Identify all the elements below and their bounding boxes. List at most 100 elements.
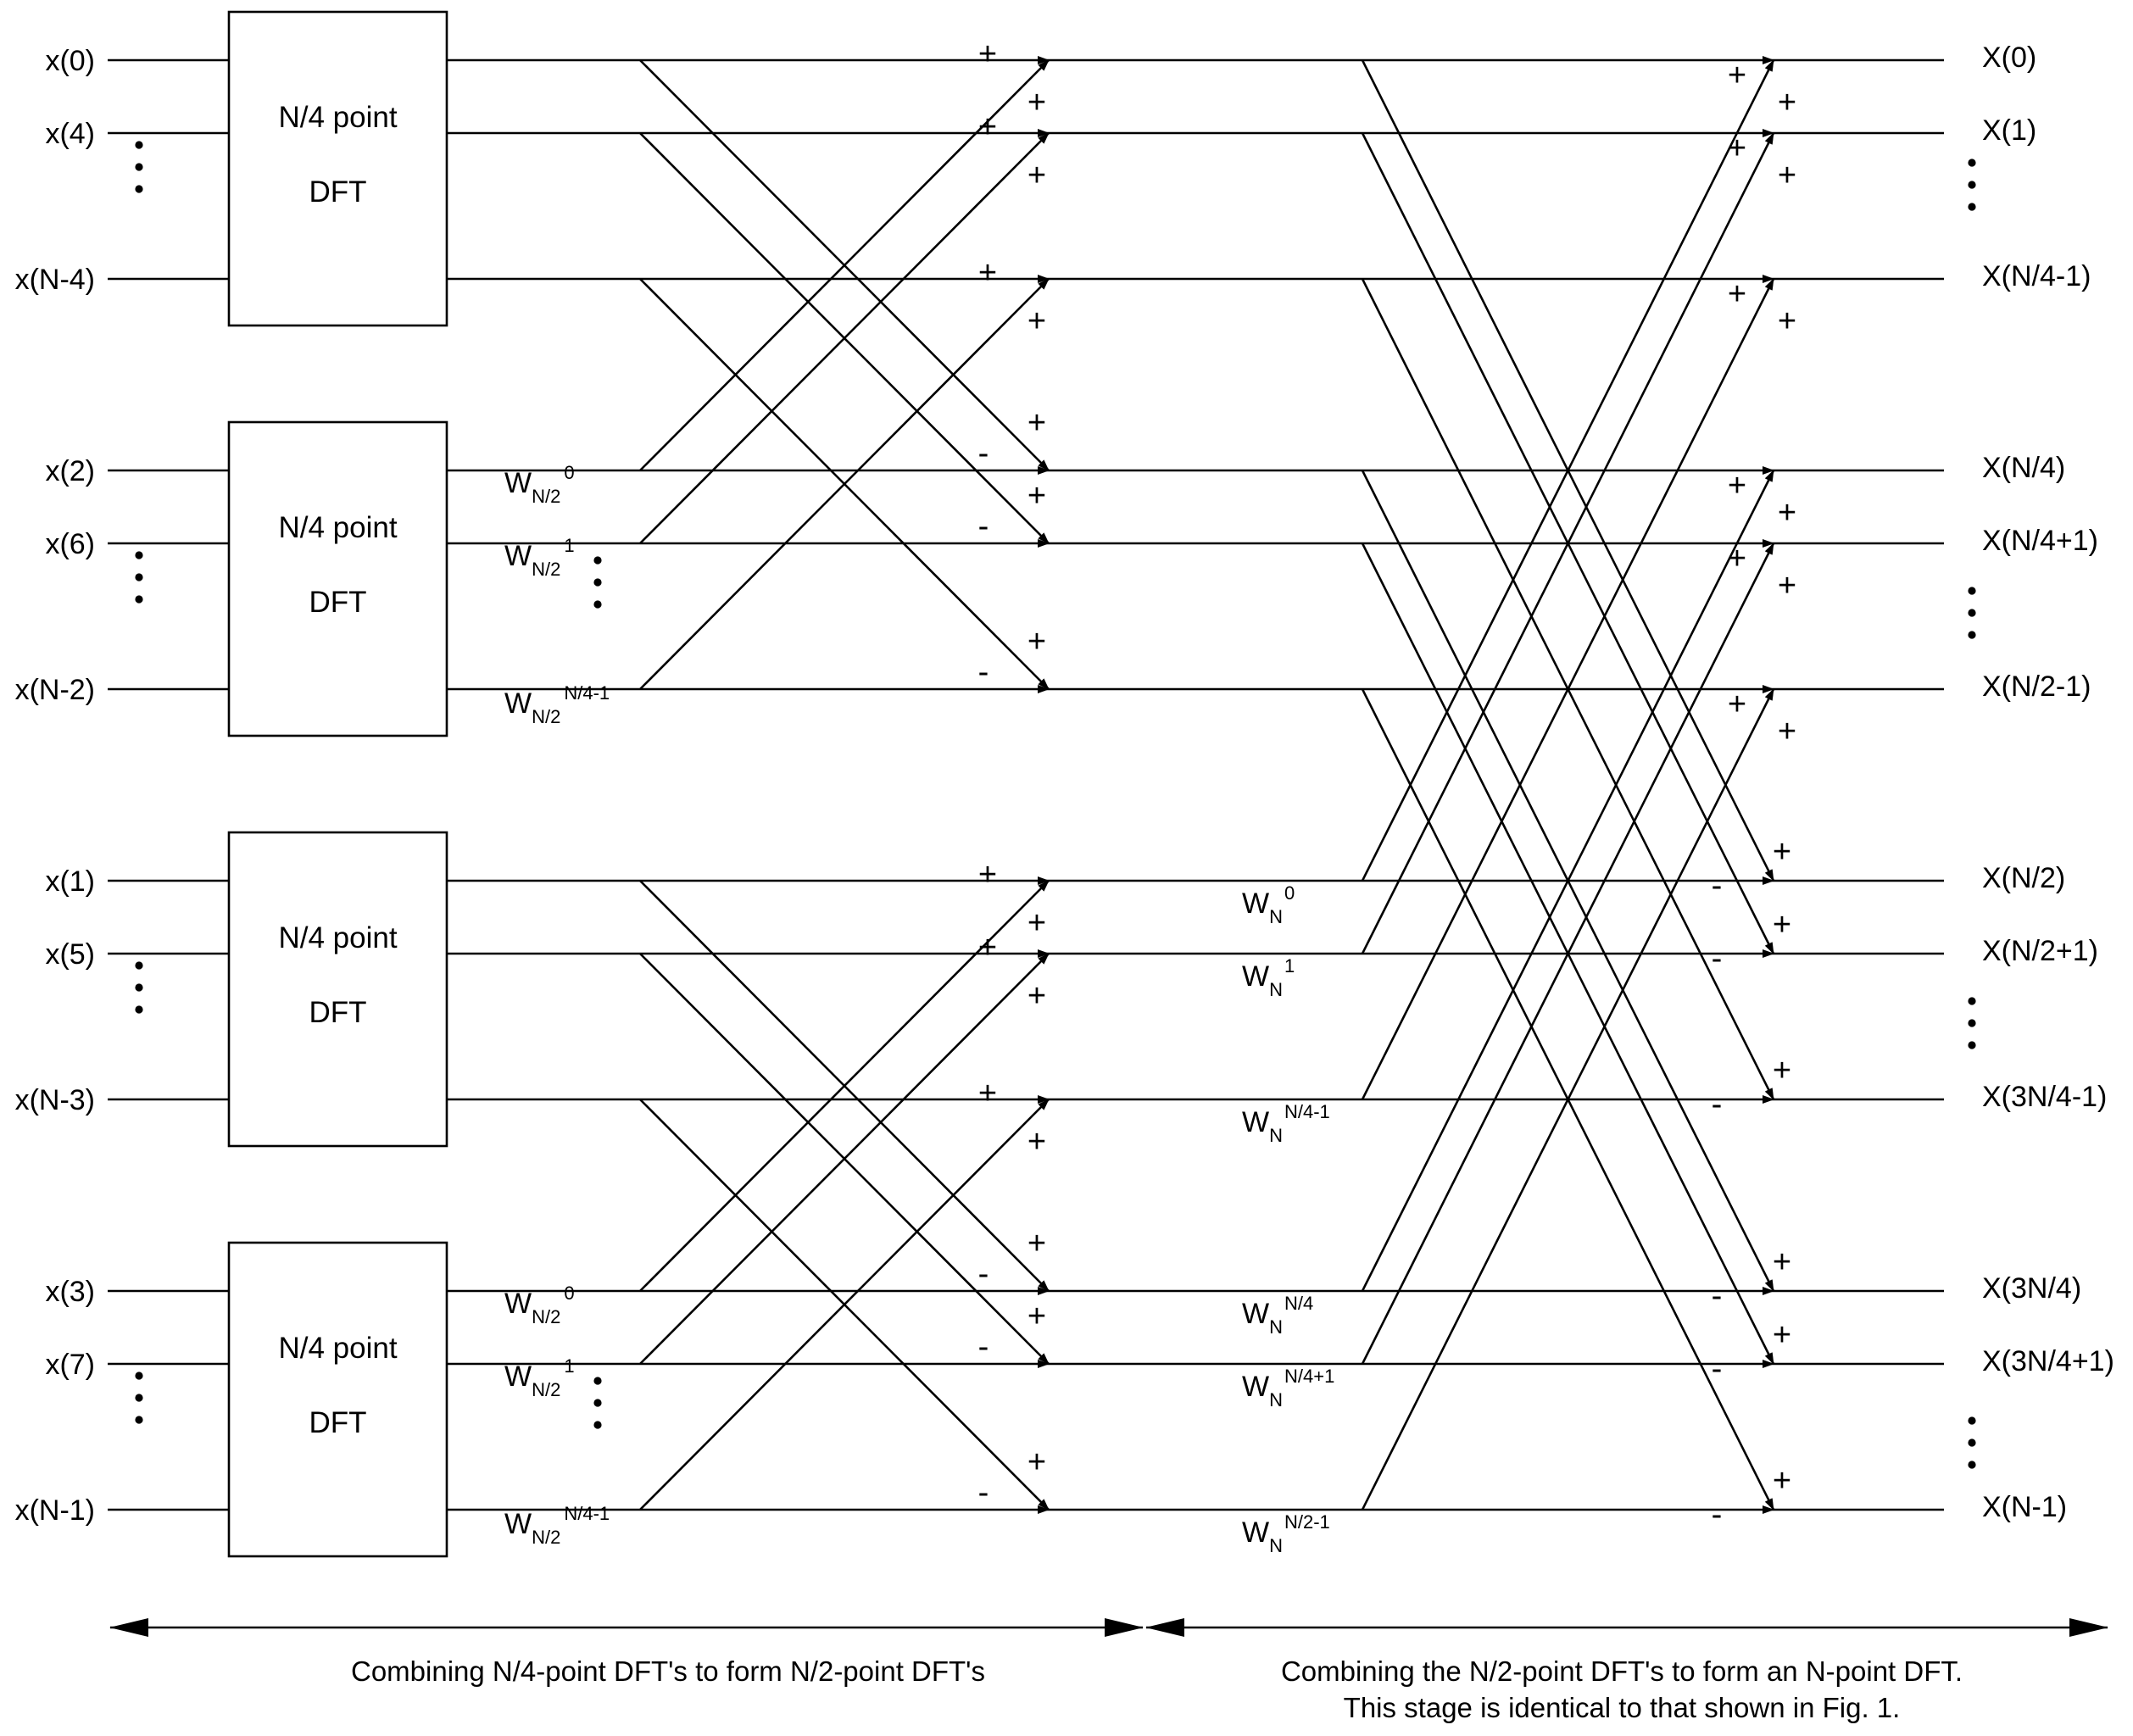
sign-minus: - bbox=[978, 1475, 989, 1511]
dft-box-label-2: DFT bbox=[309, 175, 366, 209]
output-label: X(N/2-1) bbox=[1982, 670, 2091, 703]
input-label: x(N-1) bbox=[15, 1494, 95, 1527]
input-ellipsis bbox=[135, 961, 143, 970]
sign-plus: + bbox=[1778, 85, 1796, 120]
twiddle-ellipsis bbox=[593, 1399, 602, 1407]
input-label: x(N-4) bbox=[15, 264, 95, 296]
stage2-cross-up bbox=[1361, 470, 1775, 1292]
sign-plus: + bbox=[1728, 541, 1746, 576]
dft-box-label-1: N/4 point bbox=[278, 101, 397, 134]
twiddle-label: WN0 bbox=[1242, 882, 1295, 927]
dft-box bbox=[227, 1241, 448, 1558]
dft-box bbox=[227, 10, 448, 327]
stage2-cross-up bbox=[1361, 132, 1775, 954]
output-label: X(1) bbox=[1982, 114, 2036, 147]
stage2-cross-up bbox=[1361, 688, 1775, 1511]
dft-box-label-1: N/4 point bbox=[278, 1332, 397, 1365]
sign-plus: + bbox=[978, 930, 997, 965]
twiddle-ellipsis bbox=[593, 556, 602, 565]
stage-captions: Combining N/4-point DFT's to form N/2-po… bbox=[109, 1618, 2108, 1723]
input-label: x(N-3) bbox=[15, 1084, 95, 1116]
dft-box-label-2: DFT bbox=[309, 996, 366, 1029]
stage2-caption-line-2: This stage is identical to that shown in… bbox=[1344, 1692, 1901, 1723]
output-label: X(3N/4) bbox=[1982, 1272, 2081, 1305]
input-label: x(N-2) bbox=[15, 674, 95, 706]
input-label: x(6) bbox=[45, 528, 95, 560]
stage1-cross-up bbox=[639, 132, 1050, 544]
stage2-cross-up bbox=[1361, 278, 1775, 1100]
sign-plus: + bbox=[1028, 158, 1046, 193]
stage2-caption-line-1: Combining the N/2-point DFT's to form an… bbox=[1281, 1655, 1963, 1687]
twiddle-label: WNN/2-1 bbox=[1242, 1511, 1330, 1556]
output-ellipsis bbox=[1968, 159, 1976, 167]
sign-minus: - bbox=[1712, 941, 1723, 976]
sign-plus: + bbox=[1778, 714, 1796, 749]
twiddle-label: WNN/4 bbox=[1242, 1293, 1313, 1338]
sign-plus: + bbox=[1028, 978, 1046, 1014]
input-label: x(7) bbox=[45, 1349, 95, 1381]
twiddle-ellipsis bbox=[593, 578, 602, 587]
sign-plus: + bbox=[1728, 687, 1746, 722]
sign-plus: + bbox=[1773, 834, 1791, 870]
sign-plus: + bbox=[978, 1076, 997, 1111]
sign-plus: + bbox=[1028, 1226, 1046, 1261]
stage1-cross-up bbox=[639, 278, 1050, 690]
sign-plus: + bbox=[1028, 905, 1046, 941]
sign-plus: + bbox=[978, 255, 997, 291]
dft-box-label-2: DFT bbox=[309, 1406, 366, 1439]
stage1-cross-up bbox=[639, 1099, 1050, 1511]
twiddle-ellipsis bbox=[593, 600, 602, 609]
sign-plus: + bbox=[1728, 468, 1746, 504]
twiddle-label: WN/21 bbox=[504, 1355, 575, 1400]
output-ellipsis bbox=[1968, 1438, 1976, 1447]
sign-plus: + bbox=[1773, 1244, 1791, 1280]
twiddle-label: WN1 bbox=[1242, 955, 1295, 1000]
input-ellipsis bbox=[135, 983, 143, 992]
output-ellipsis bbox=[1968, 1041, 1976, 1049]
sign-minus: - bbox=[1712, 1087, 1723, 1122]
output-ellipsis bbox=[1968, 181, 1976, 189]
sign-plus: + bbox=[1728, 131, 1746, 166]
sign-plus: + bbox=[978, 109, 997, 145]
input-label: x(4) bbox=[45, 118, 95, 150]
sign-minus: - bbox=[978, 1329, 989, 1365]
input-ellipsis bbox=[135, 1394, 143, 1402]
input-ellipsis bbox=[135, 185, 143, 193]
twiddle-label: WN/20 bbox=[504, 462, 575, 507]
stage1-cross-up bbox=[639, 880, 1050, 1292]
input-label: x(1) bbox=[45, 865, 95, 898]
output-label: X(N/4) bbox=[1982, 452, 2065, 484]
input-label: x(3) bbox=[45, 1276, 95, 1308]
twiddle-label: WNN/4-1 bbox=[1242, 1101, 1330, 1146]
signal-lines bbox=[108, 56, 1944, 1514]
sign-plus: + bbox=[1028, 85, 1046, 120]
sign-plus: + bbox=[1028, 405, 1046, 441]
output-ellipsis bbox=[1968, 587, 1976, 595]
sign-plus: + bbox=[1773, 1053, 1791, 1088]
sign-plus: + bbox=[1028, 1444, 1046, 1480]
sign-minus: - bbox=[1712, 1351, 1723, 1387]
output-ellipsis bbox=[1968, 997, 1976, 1005]
dft-boxes bbox=[227, 10, 448, 1558]
output-label: X(N/4+1) bbox=[1982, 525, 2098, 557]
sign-plus: + bbox=[1778, 495, 1796, 531]
twiddle-label: WN/20 bbox=[504, 1283, 575, 1327]
sign-plus: + bbox=[1028, 1124, 1046, 1160]
sign-plus: + bbox=[1028, 478, 1046, 514]
input-ellipsis bbox=[135, 1372, 143, 1380]
dft-box bbox=[227, 831, 448, 1148]
sign-minus: - bbox=[978, 436, 989, 471]
output-ellipsis bbox=[1968, 203, 1976, 211]
output-ellipsis bbox=[1968, 609, 1976, 617]
input-ellipsis bbox=[135, 551, 143, 559]
sign-plus: + bbox=[1778, 568, 1796, 604]
input-ellipsis bbox=[135, 163, 143, 171]
input-label: x(0) bbox=[45, 45, 95, 77]
sign-minus: - bbox=[1712, 1497, 1723, 1533]
sign-plus: + bbox=[1778, 158, 1796, 193]
twiddle-label: WN/2N/4-1 bbox=[504, 682, 610, 727]
sign-plus: + bbox=[978, 857, 997, 893]
input-ellipsis bbox=[135, 1416, 143, 1424]
sign-plus: + bbox=[1028, 1299, 1046, 1334]
